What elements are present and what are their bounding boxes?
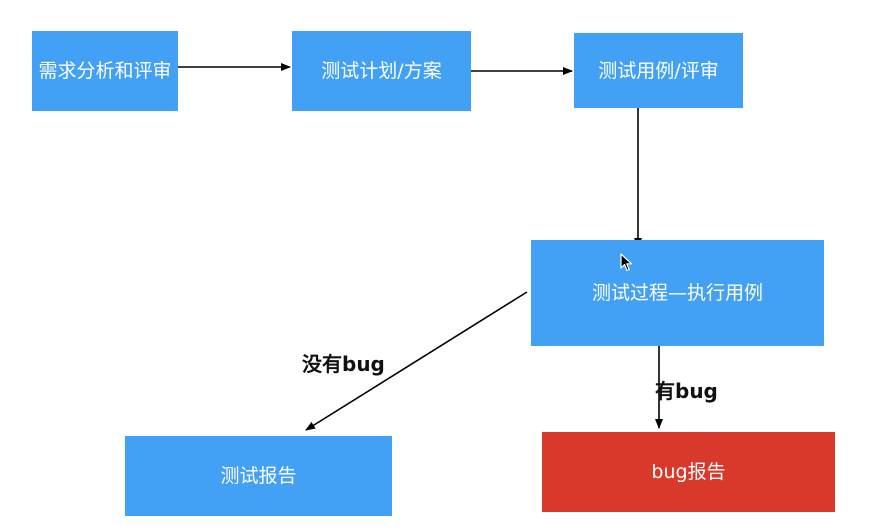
node-requirements[interactable]: 需求分析和评审	[32, 31, 178, 111]
arrow-execution-to-report	[305, 291, 528, 431]
node-test-execution-label: 测试过程—执行用例	[591, 282, 763, 304]
node-test-plan-label: 测试计划/方案	[321, 60, 442, 82]
node-bug-report[interactable]: bug报告	[542, 432, 835, 512]
edge-label-no-bug: 没有bug	[302, 352, 385, 376]
node-test-plan[interactable]: 测试计划/方案	[292, 31, 471, 111]
node-test-cases-label: 测试用例/评审	[598, 59, 719, 82]
mouse-cursor-icon	[620, 253, 633, 272]
node-test-cases[interactable]: 测试用例/评审	[574, 33, 743, 108]
node-test-report[interactable]: 测试报告	[125, 436, 392, 516]
edge-label-has-bug: 有bug	[655, 379, 718, 403]
node-test-report-label: 测试报告	[220, 465, 297, 487]
node-requirements-label: 需求分析和评审	[38, 60, 172, 82]
node-test-execution[interactable]: 测试过程—执行用例	[531, 240, 824, 346]
node-bug-report-label: bug报告	[651, 461, 726, 483]
